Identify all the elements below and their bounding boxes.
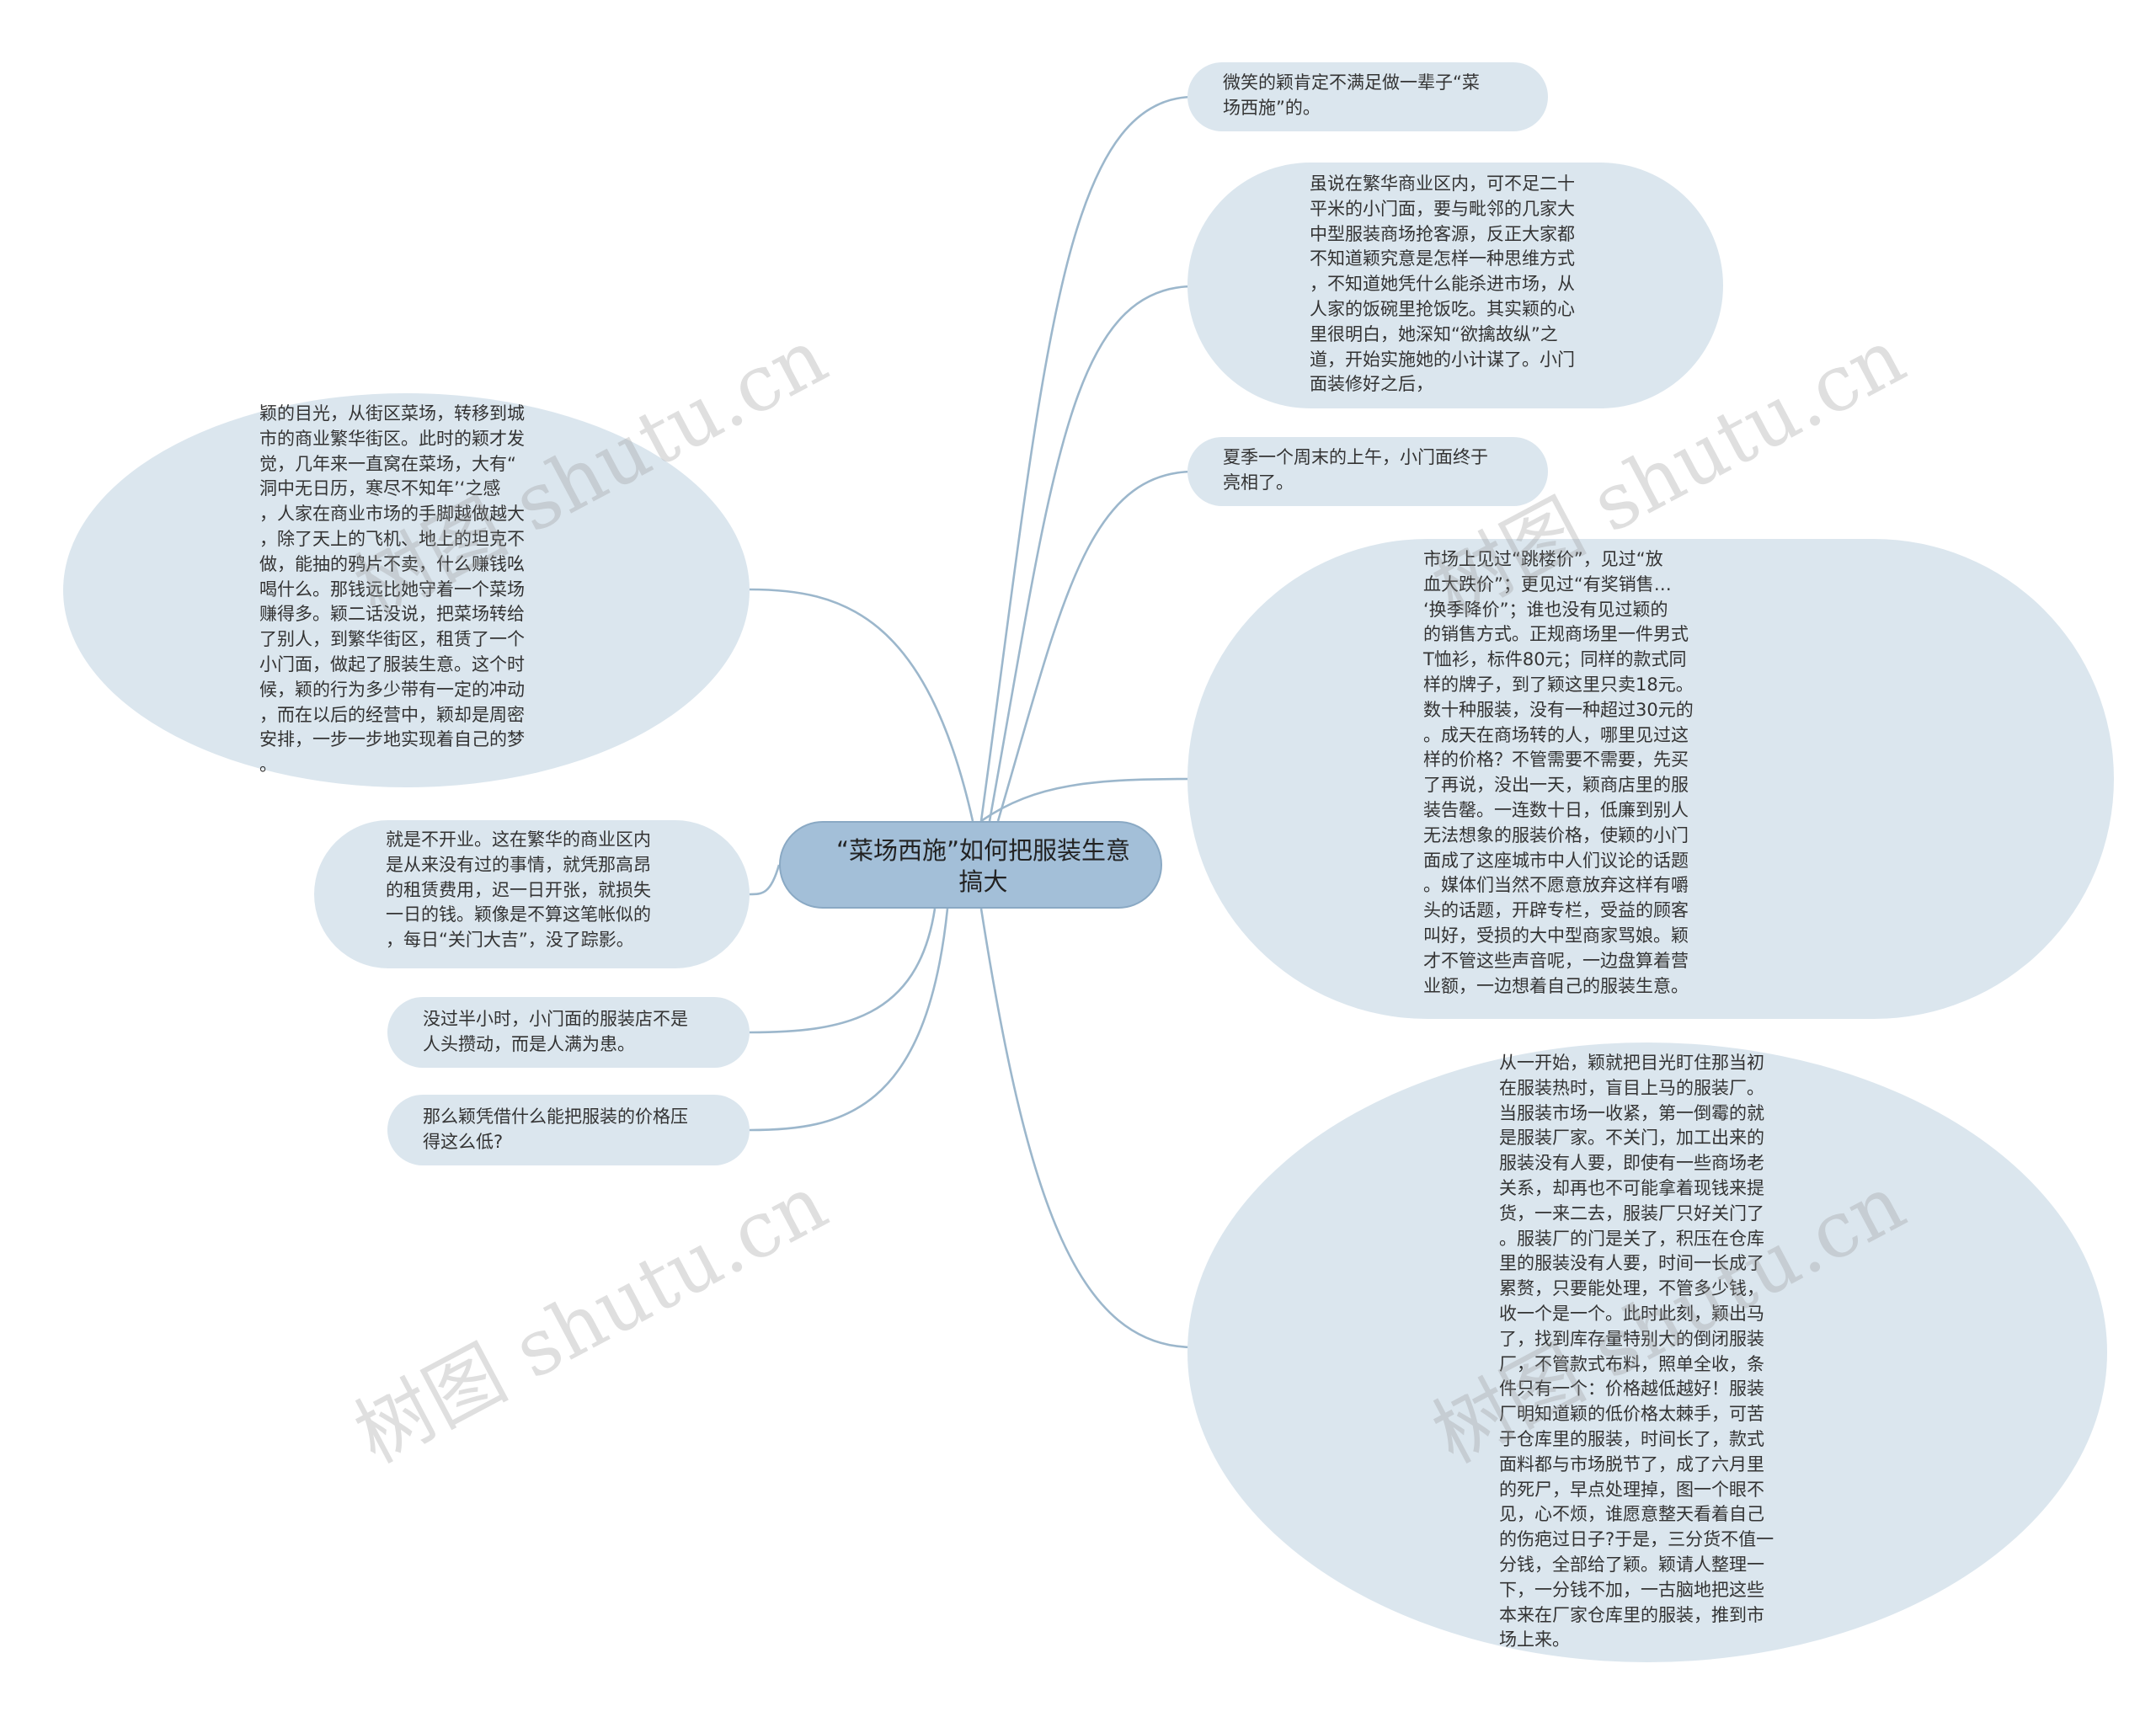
- central-topic[interactable]: “菜场西施”如何把服装生意搞大: [779, 821, 1162, 909]
- topic-node-r4[interactable]: 市场上见过“跳楼价”，见过“放 血大跌价”；更见过“有奖销售… ‘换季降价”；谁…: [1187, 539, 2114, 1019]
- edge-r1: [979, 95, 1195, 822]
- edge-r4: [980, 777, 1195, 823]
- topic-text: 微笑的颖肯定不满足做一辈子“菜 场西施”的。: [1223, 72, 1480, 118]
- topic-text: 那么颖凭借什么能把服装的价格压 得这么低?: [423, 1106, 688, 1152]
- edge-r2: [988, 285, 1195, 822]
- topic-node-r3[interactable]: 夏季一个周末的上午，小门面终于 亮相了。: [1187, 437, 1548, 506]
- central-topic-text: “菜场西施”如何把服装生意搞大: [835, 836, 1131, 896]
- edge-l4: [749, 908, 949, 1132]
- topic-text: 从一开始，颖就把目光盯住那当初 在服装热时，盲目上马的服装厂。 当服装市场一收紧…: [1499, 1053, 1774, 1650]
- topic-node-l3[interactable]: 没过半小时，小门面的服装店不是 人头攒动，而是人满为患。: [387, 997, 750, 1068]
- topic-node-l2[interactable]: 就是不开业。这在繁华的商业区内 是从来没有过的事情，就凭那高昂 的租赁费用，迟一…: [314, 820, 750, 968]
- topic-text: 市场上见过“跳楼价”，见过“放 血大跌价”；更见过“有奖销售… ‘换季降价”；谁…: [1423, 549, 1694, 996]
- topic-text: 就是不开业。这在繁华的商业区内 是从来没有过的事情，就凭那高昂 的租赁费用，迟一…: [386, 829, 651, 951]
- topic-text: 虽说在繁华商业区内，可不足二十 平米的小门面，要与毗邻的几家大 中型服装商场抢客…: [1310, 173, 1575, 395]
- edge-r5: [979, 908, 1195, 1349]
- edge-l1: [749, 588, 974, 822]
- topic-node-r2[interactable]: 虽说在繁华商业区内，可不足二十 平米的小门面，要与毗邻的几家大 中型服装商场抢客…: [1187, 163, 1723, 408]
- topic-text: 没过半小时，小门面的服装店不是 人头攒动，而是人满为患。: [423, 1009, 688, 1054]
- topic-node-r5[interactable]: 从一开始，颖就把目光盯住那当初 在服装热时，盲目上马的服装厂。 当服装市场一收紧…: [1187, 1042, 2107, 1662]
- topic-text: 颖的目光，从街区菜场，转移到城 市的商业繁华街区。此时的颖才发 觉，几年来一直窝…: [259, 403, 525, 776]
- topic-node-r1[interactable]: 微笑的颖肯定不满足做一辈子“菜 场西施”的。: [1187, 62, 1548, 131]
- topic-node-l1[interactable]: 颖的目光，从街区菜场，转移到城 市的商业繁华街区。此时的颖才发 觉，几年来一直窝…: [63, 393, 750, 787]
- topic-node-l4[interactable]: 那么颖凭借什么能把服装的价格压 得这么低?: [387, 1095, 750, 1165]
- topic-text: 夏季一个周末的上午，小门面终于 亮相了。: [1223, 447, 1488, 493]
- edge-l2: [749, 864, 781, 896]
- edge-r3: [996, 470, 1195, 822]
- edge-l3: [749, 908, 937, 1034]
